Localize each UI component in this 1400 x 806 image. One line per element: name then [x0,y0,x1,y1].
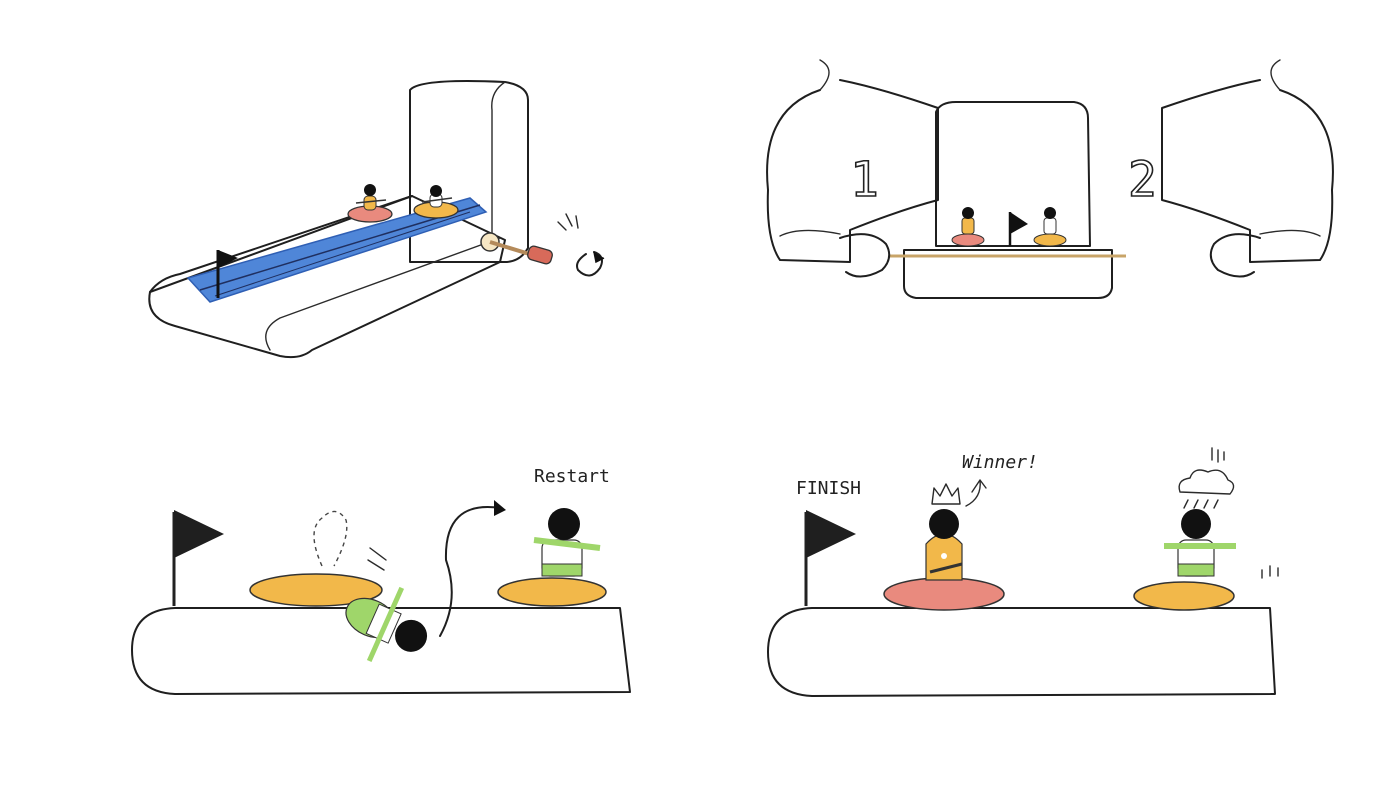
crank-handle[interactable] [480,232,553,265]
loser-figure [1164,509,1236,577]
track-back-wall [409,80,529,263]
player-2-hand [1209,233,1261,278]
boat-red-front [951,207,985,247]
board-back [935,101,1091,247]
flag-icon [804,510,856,606]
restart-arrow [439,506,501,637]
player-1-number: 1 [850,152,879,208]
track-side-right [767,607,1276,697]
player-1-hand [839,233,891,278]
rain-cloud-icon [1178,447,1235,509]
player-1-torso [766,79,939,263]
track-side-left [131,607,631,695]
player-2-torso [1161,79,1334,263]
crown-icon [931,483,961,505]
panel-two-players: 1 2 [700,0,1400,400]
restart-illustration [131,500,631,695]
ghost-figure [313,510,348,567]
track-illustration [148,80,605,359]
panel-track-overview [0,0,700,400]
winner-label: Winner! [962,452,1038,473]
restart-label: Restart [534,466,610,487]
restart-figure [533,508,601,577]
flag-icon [172,510,224,606]
tumbling-figure [345,586,428,662]
board-front [903,249,1113,299]
player-2-number: 2 [1128,152,1157,208]
empty-boat [249,573,383,607]
winner-figure [925,509,963,581]
loser-boat [1133,581,1235,611]
players-illustration: 1 2 [766,59,1334,299]
boat-yellow-front [1033,207,1067,247]
boat-red [347,184,393,223]
water-channel [186,197,488,303]
panel-finish: FINISH Winner! [700,400,1400,806]
restart-boat [497,577,607,607]
finish-illustration [767,447,1279,697]
track-base [148,195,506,359]
rotate-arrow-icon [557,213,605,277]
flag-icon [216,250,238,298]
boat-yellow [413,185,459,219]
panel-restart: Restart [0,400,700,806]
winner-boat [883,577,1005,611]
flag-icon [1008,212,1028,246]
finish-label: FINISH [796,478,862,499]
